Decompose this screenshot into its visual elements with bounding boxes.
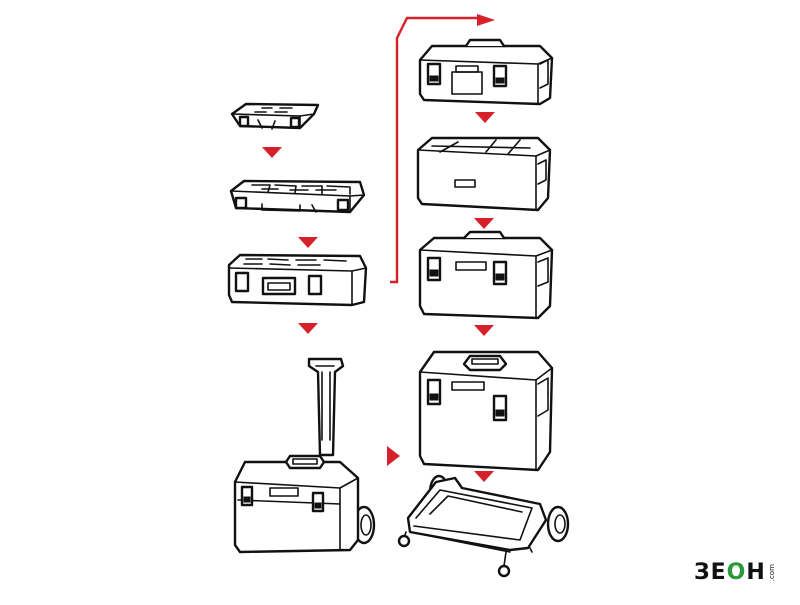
arrow-right-4 [474, 471, 494, 482]
arrow-right-1 [475, 112, 495, 123]
logo-mark-pre: ЗЕ [694, 560, 727, 585]
logo-mark-o: О [726, 560, 747, 585]
logo-mark: ЗЕОН [694, 562, 766, 584]
brand-logo: ЗЕОН .com [694, 562, 776, 584]
arrow-left-3 [298, 323, 318, 334]
arrow-left-1 [262, 147, 282, 158]
large-organizer-open [229, 179, 366, 214]
arrow-left-2 [298, 237, 318, 248]
logo-subtext: .com [767, 564, 776, 582]
mobile-trolley-box [233, 357, 376, 554]
toolbox-with-lid [418, 38, 554, 106]
tall-toolbox [418, 350, 554, 472]
arrow-right-2 [474, 218, 494, 229]
arrow-top-right [477, 14, 495, 26]
small-organizer [230, 102, 320, 130]
connector-line [390, 16, 478, 284]
deep-toolbox [418, 230, 554, 320]
wheeled-platform [397, 474, 570, 578]
logo-mark-post: Н [746, 560, 766, 585]
arrow-to-platform [387, 446, 400, 466]
arrow-right-3 [474, 325, 494, 336]
organizer-with-latches [227, 253, 368, 307]
divider-tray [416, 136, 552, 212]
